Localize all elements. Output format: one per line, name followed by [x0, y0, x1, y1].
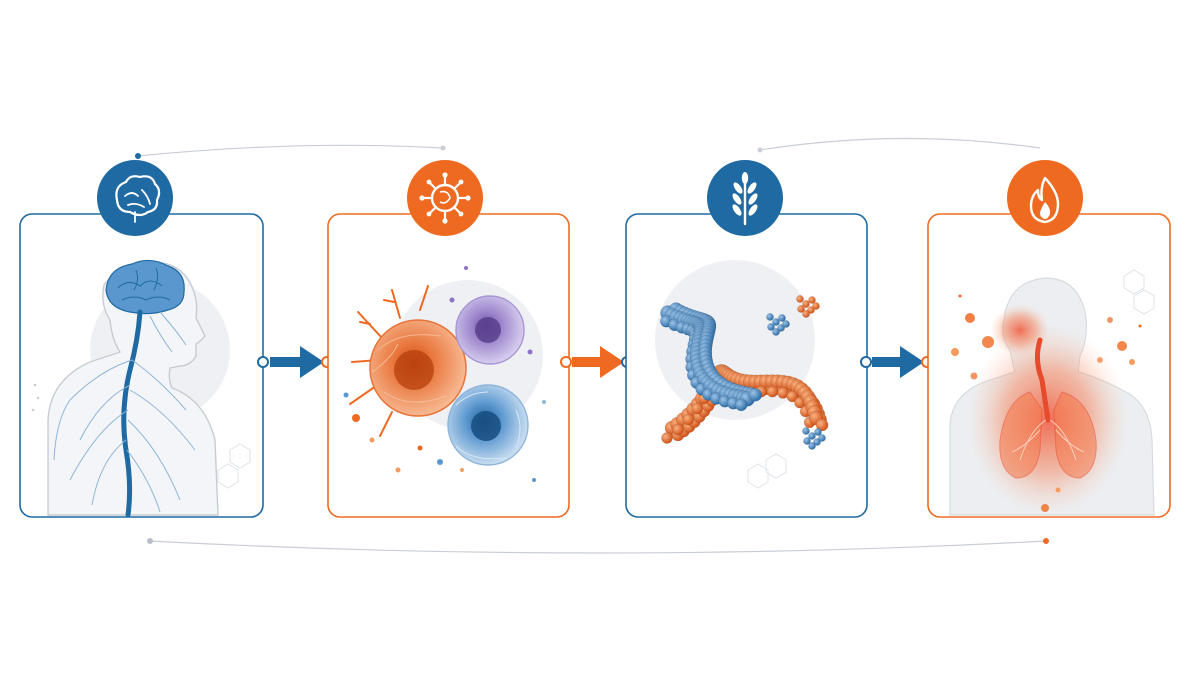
- inflamed-airways-illustration: [949, 277, 1155, 516]
- flame-icon: [1007, 160, 1083, 236]
- arrow-protein-to-inflammation: [860, 346, 933, 378]
- arrow-immune-to-protein: [560, 346, 633, 378]
- brain-icon: [97, 160, 173, 236]
- decor-dots-1: [31, 383, 40, 412]
- immune-cells-illustration: [349, 285, 529, 466]
- protein-allergen-panel: [625, 213, 868, 518]
- nervous-system-panel: [19, 213, 264, 518]
- protein-molecule-illustration: [659, 302, 829, 444]
- inflammation-panel: [927, 213, 1171, 518]
- virus-icon: [407, 160, 483, 236]
- small-molecules: [766, 295, 826, 450]
- wheat-icon: [707, 160, 783, 236]
- particle-dots-2: [343, 266, 546, 482]
- top-link-lines: [135, 137, 1041, 159]
- arrow-nervous-to-immune: [257, 346, 333, 378]
- droplet-dots-4: [951, 294, 1142, 512]
- immune-cells-panel: [327, 213, 570, 518]
- human-nervous-system-illustration: [47, 259, 219, 518]
- bottom-link-line: [147, 538, 1049, 554]
